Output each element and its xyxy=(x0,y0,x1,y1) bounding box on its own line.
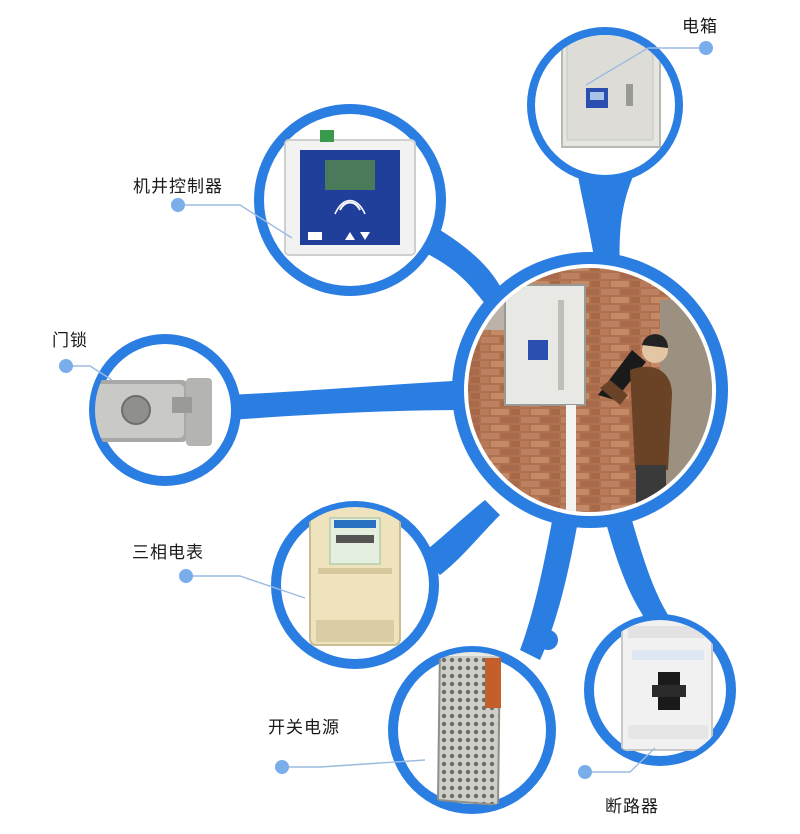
electric-box-node xyxy=(527,27,683,183)
label-three-phase-meter: 三相电表 xyxy=(132,543,204,563)
center-photo xyxy=(452,252,728,528)
well-controller-node xyxy=(254,104,446,296)
label-electric-box: 电箱 xyxy=(682,17,718,37)
door-lock-node xyxy=(89,334,241,486)
label-dots xyxy=(59,41,713,779)
label-connectors xyxy=(66,47,706,773)
circuit-breaker-node xyxy=(584,614,736,766)
label-door-lock: 门锁 xyxy=(52,331,88,351)
connector-branches xyxy=(225,160,670,660)
label-circuit-breaker: 断路器 xyxy=(605,797,659,817)
three-phase-meter-node xyxy=(271,501,439,669)
switching-power-supply-node xyxy=(388,646,556,814)
label-switching-power-supply: 开关电源 xyxy=(268,718,340,738)
label-well-controller: 机井控制器 xyxy=(133,177,223,197)
